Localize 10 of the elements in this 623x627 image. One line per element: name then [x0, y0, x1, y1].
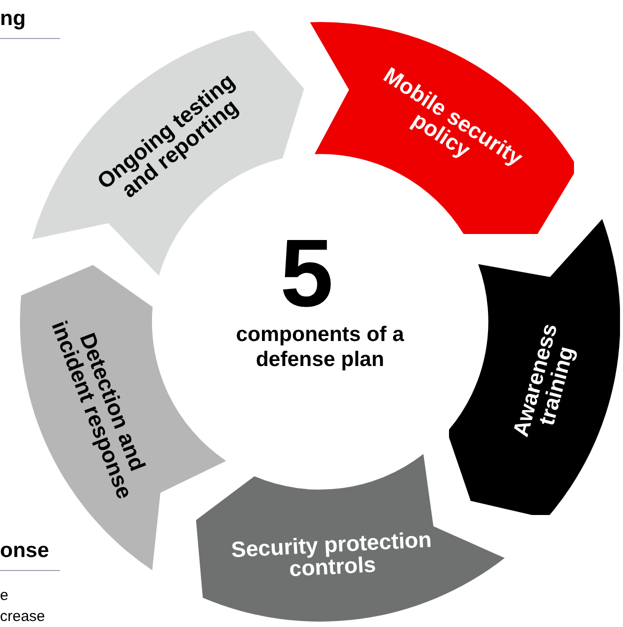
cut-heading: onse: [0, 540, 50, 561]
cut-heading: ng: [0, 8, 26, 29]
cut-text: e: [0, 588, 8, 603]
cut-text: crease: [0, 609, 46, 624]
chevron-segment: [196, 454, 505, 622]
big-number: 5: [280, 226, 334, 322]
chevron-segment: [448, 219, 620, 515]
center-caption: components of a defense plan: [234, 322, 406, 372]
segment-label: Security protection controls: [230, 527, 434, 583]
chevron-segment: [310, 22, 574, 234]
